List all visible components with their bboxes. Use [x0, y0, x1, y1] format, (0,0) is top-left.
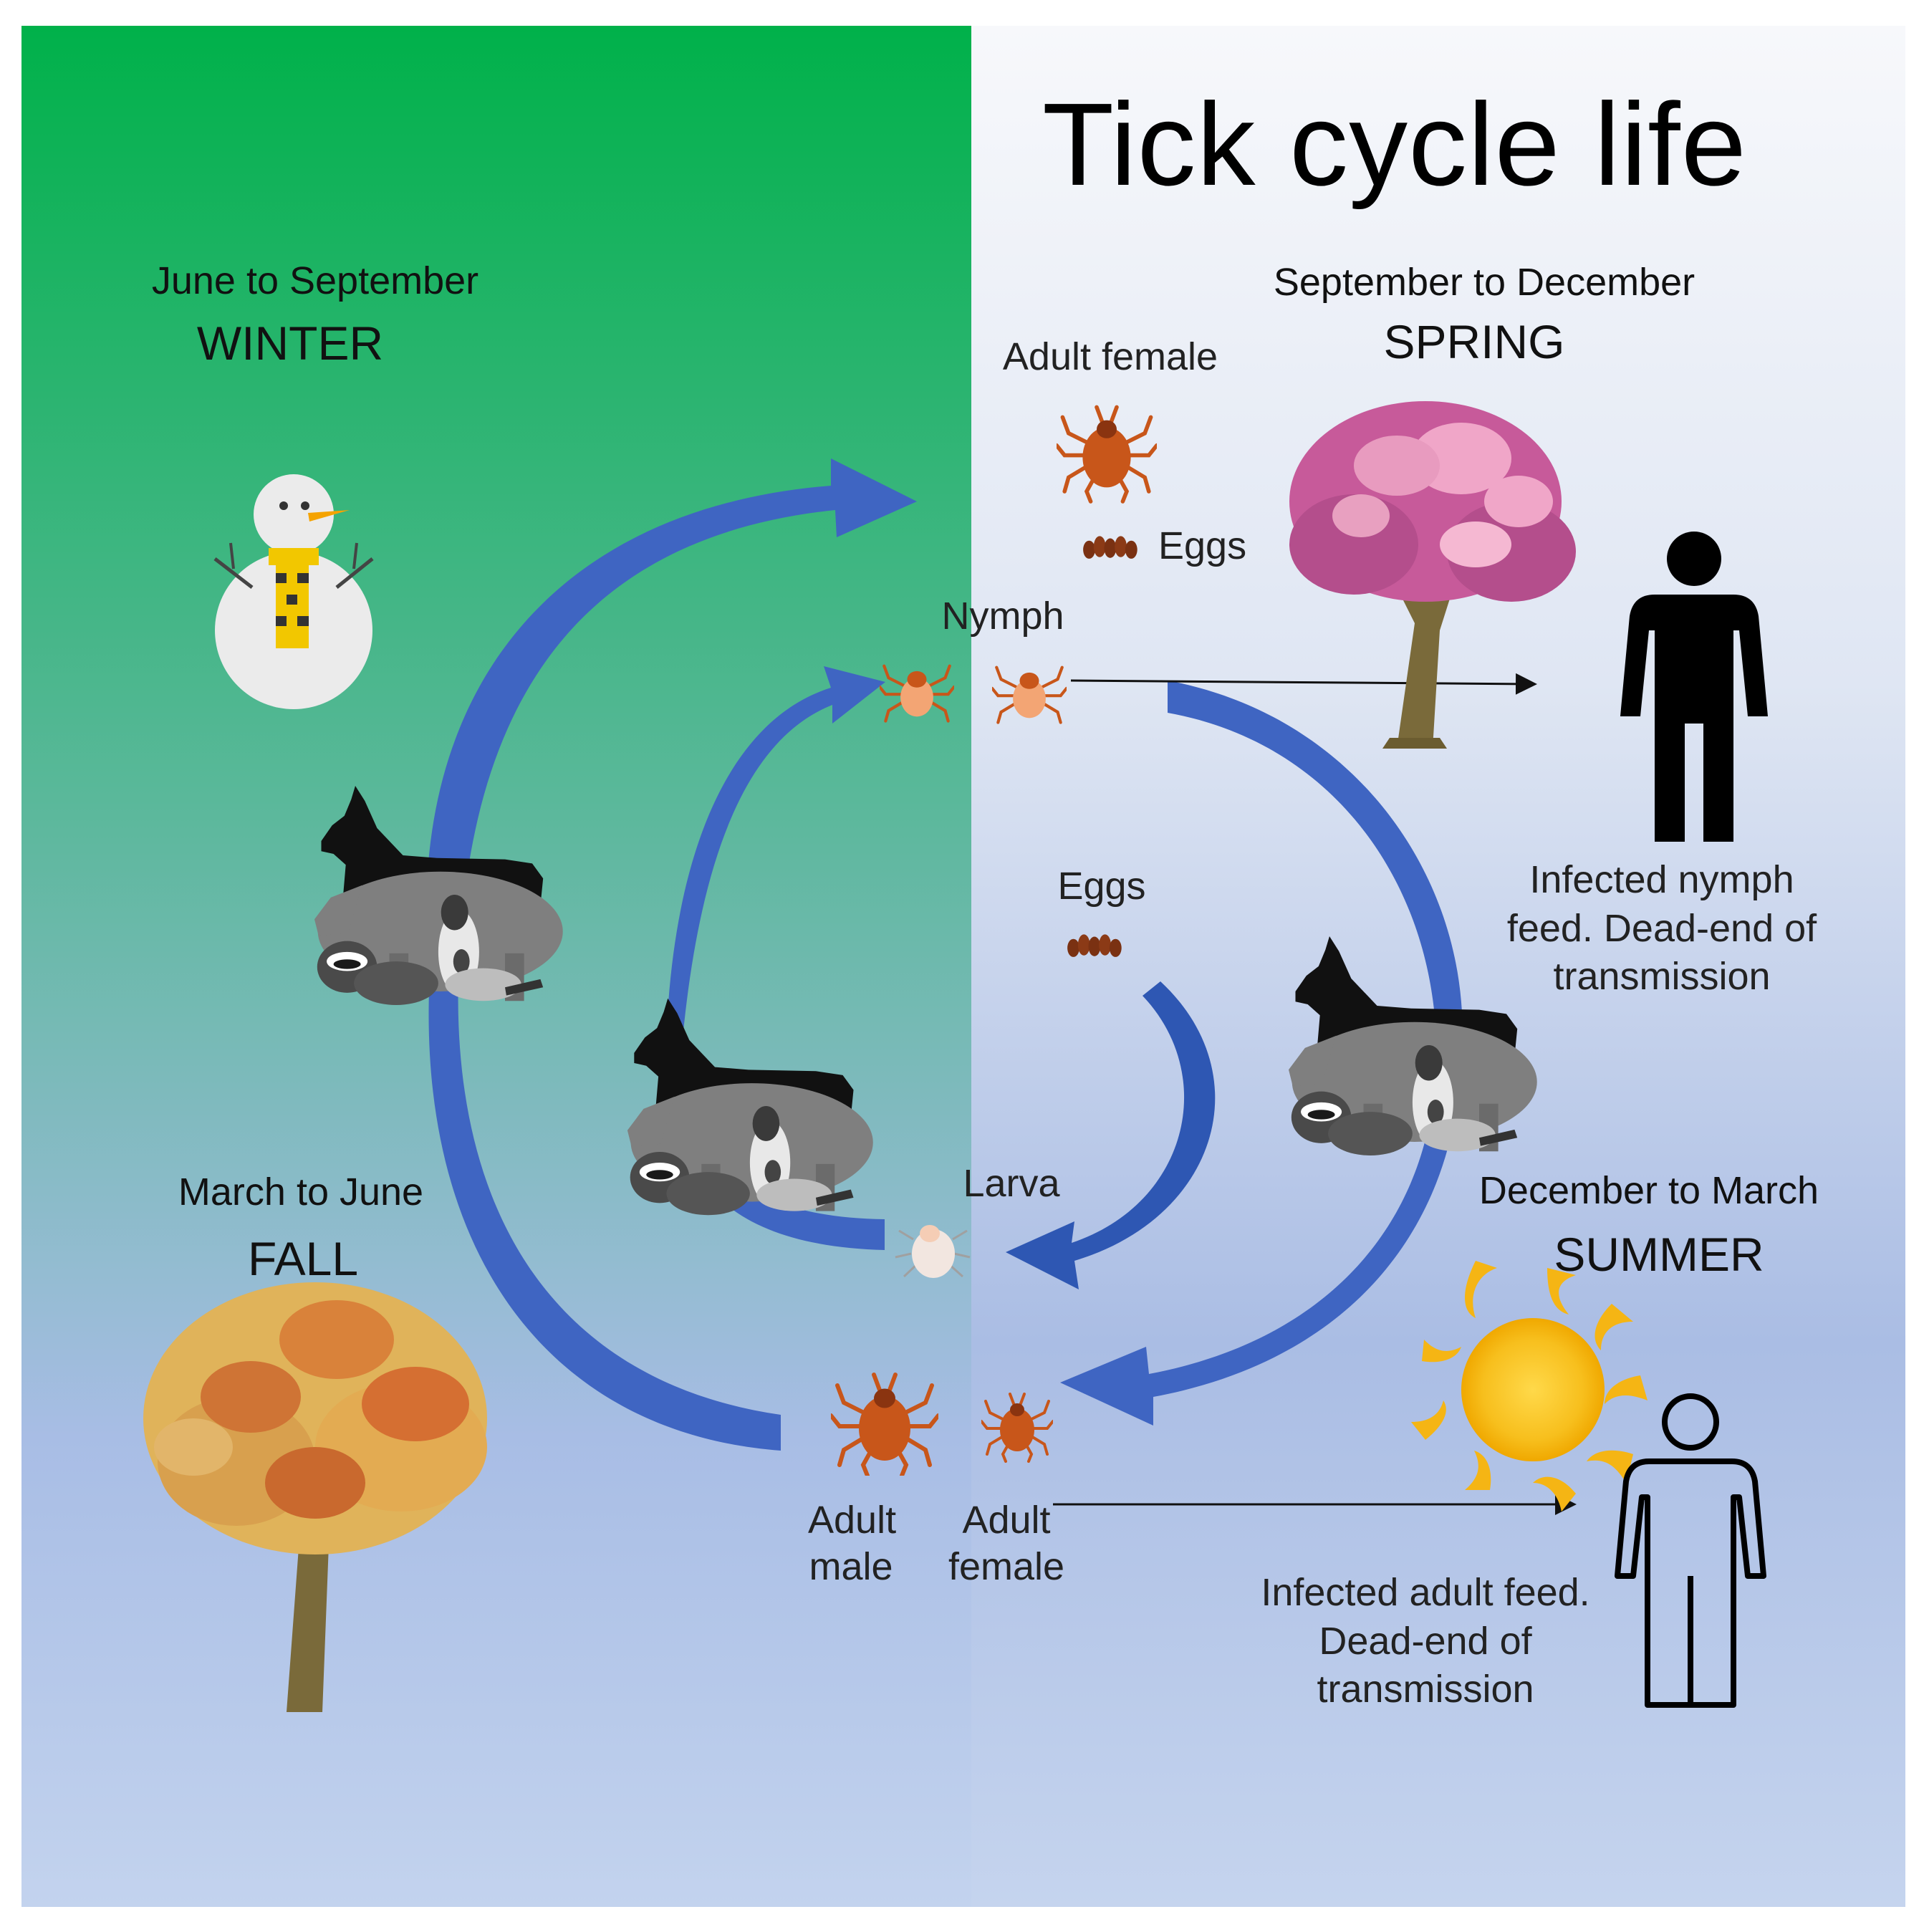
adult-female-bottom-label-text: Adult female [948, 1499, 1065, 1588]
sun-icon [1411, 1261, 1648, 1512]
summer-months-label: December to March [1478, 1169, 1819, 1212]
adult-male-label: Adult male [808, 1497, 897, 1590]
human-filled-icon [1620, 532, 1768, 842]
adult-female-bottom-label: Adult female [942, 1497, 1071, 1590]
arrow-fall-to-winter [428, 974, 781, 1451]
nymph-label: Nymph [941, 595, 1064, 638]
fall-tree-icon [143, 1282, 487, 1712]
spring-season-label: SPRING [1383, 315, 1565, 368]
eggs-mid-label: Eggs [1057, 865, 1146, 908]
fall-season-label: FALL [247, 1232, 359, 1285]
winter-season-label: WINTER [196, 317, 384, 370]
arrow-eggs-to-larva [1006, 981, 1216, 1289]
snowman-icon [213, 474, 374, 709]
arrow-winter-to-spring [425, 458, 917, 981]
nymph-to-human-line [1070, 673, 1537, 695]
nymph-dead-end-note: Infected nymph feed. Dead-end of transmi… [1506, 858, 1817, 998]
human-outline-icon [1615, 1393, 1766, 1708]
spring-tree-icon [1289, 401, 1576, 749]
spring-months-label: September to December [1273, 261, 1695, 304]
eggs-top-label: Eggs [1158, 524, 1247, 567]
adult-dead-end-note: Infected adult feed. Dead-end of transmi… [1261, 1571, 1590, 1711]
adult-female-top-label: Adult female [1002, 335, 1218, 378]
larva-label: Larva [963, 1162, 1060, 1205]
adult-male-label-text: Adult male [808, 1499, 897, 1588]
summer-season-label: SUMMER [1554, 1228, 1764, 1281]
fall-months-label: March to June [178, 1171, 424, 1213]
page-title: Tick cycle life [1042, 79, 1747, 210]
tick-icon-larva [895, 1225, 971, 1278]
winter-months-label: June to September [151, 259, 479, 302]
